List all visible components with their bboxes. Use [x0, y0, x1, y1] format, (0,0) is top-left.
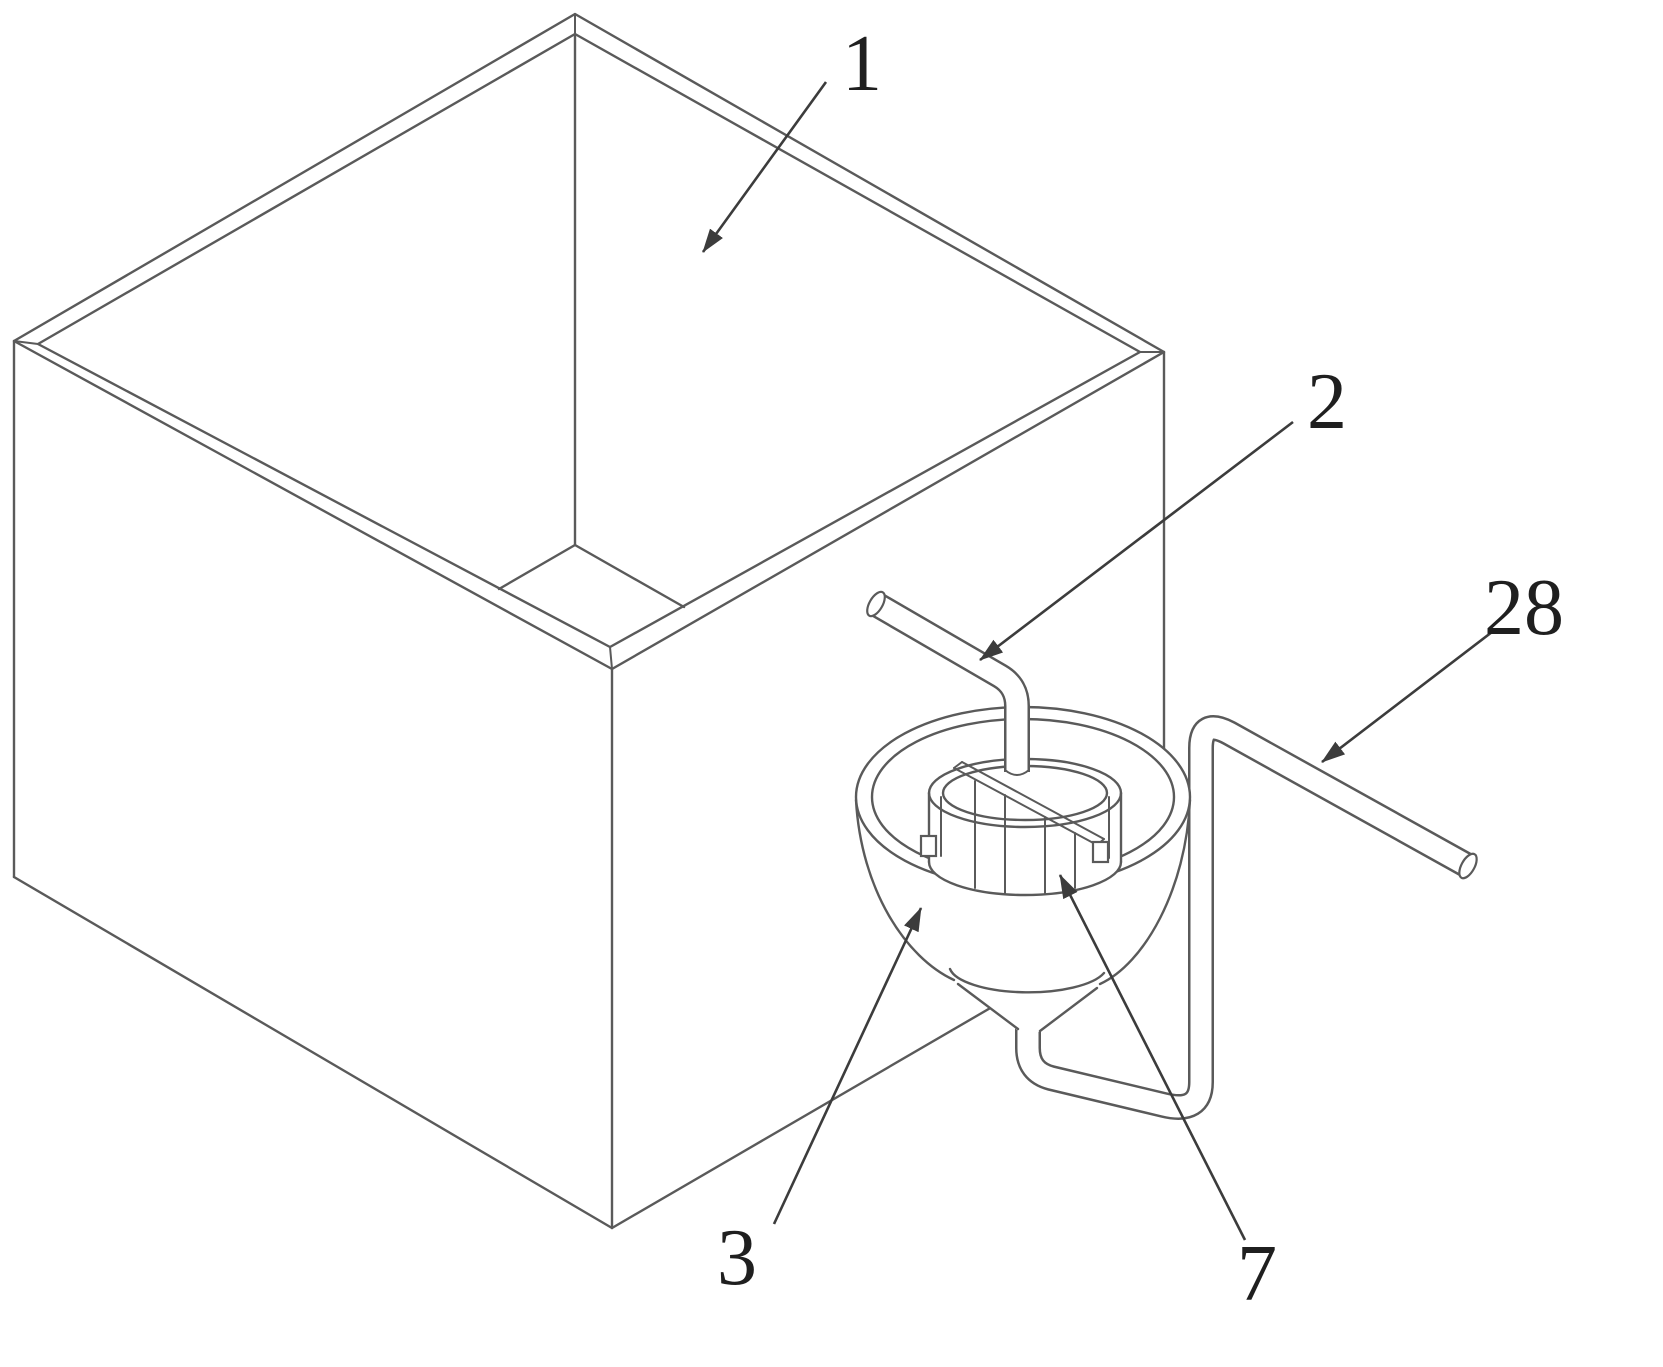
box-floor-edge-right — [573, 543, 686, 609]
reference-numerals: 1 2 28 3 7 — [717, 20, 1564, 1318]
cylinder-clip-left — [919, 834, 938, 858]
box-top-outer-rim — [12, 12, 1166, 671]
inlet-pipe-end-cap — [866, 590, 886, 618]
outlet-pipe-bore — [1017, 717, 1474, 1118]
box-top-inner-rim — [36, 32, 1142, 649]
cylinder-diagonal-vane-b — [961, 761, 1105, 840]
bowl-left-profile — [854, 798, 956, 982]
leader-line-3 — [772, 907, 923, 1225]
label-inlet-pipe: 2 — [1307, 358, 1347, 446]
bowl-cone-left — [956, 982, 1020, 1031]
inner-cylinder — [919, 757, 1123, 897]
inlet-pipe-mouth — [1004, 769, 1030, 776]
leader-line-28 — [1321, 630, 1493, 764]
leader-line-7 — [1058, 874, 1247, 1241]
bowl-cone-seam — [948, 967, 1106, 994]
box-floor-edge-left — [497, 543, 577, 591]
label-inner-cylinder: 7 — [1237, 1230, 1277, 1318]
box-rim-tick-front — [609, 646, 613, 670]
drain-and-outlet-pipe — [1015, 715, 1478, 1120]
label-box: 1 — [842, 20, 882, 108]
cylinder-vane-end-left — [953, 761, 963, 769]
label-funnel-bowl: 3 — [717, 1214, 757, 1302]
bowl-right-profile — [1098, 798, 1192, 986]
box-bottom-left-edge — [12, 875, 614, 1230]
inlet-pipe — [866, 590, 1030, 776]
leader-line-2 — [979, 420, 1294, 662]
bowl-cone-right — [1038, 986, 1099, 1033]
cylinder-clip-right — [1091, 840, 1110, 864]
outlet-pipe-end-cap — [1458, 852, 1478, 880]
cylinder-diagonal-vane-a — [953, 767, 1098, 846]
inlet-pipe-bore — [870, 594, 1028, 772]
label-outlet-pipe: 28 — [1484, 564, 1564, 652]
leader-line-1 — [701, 81, 828, 253]
leader-lines — [701, 81, 1493, 1241]
cylinder-bottom-rim — [927, 860, 1123, 897]
storage-box — [12, 12, 1166, 1230]
box-rim-tick-left — [13, 340, 39, 345]
